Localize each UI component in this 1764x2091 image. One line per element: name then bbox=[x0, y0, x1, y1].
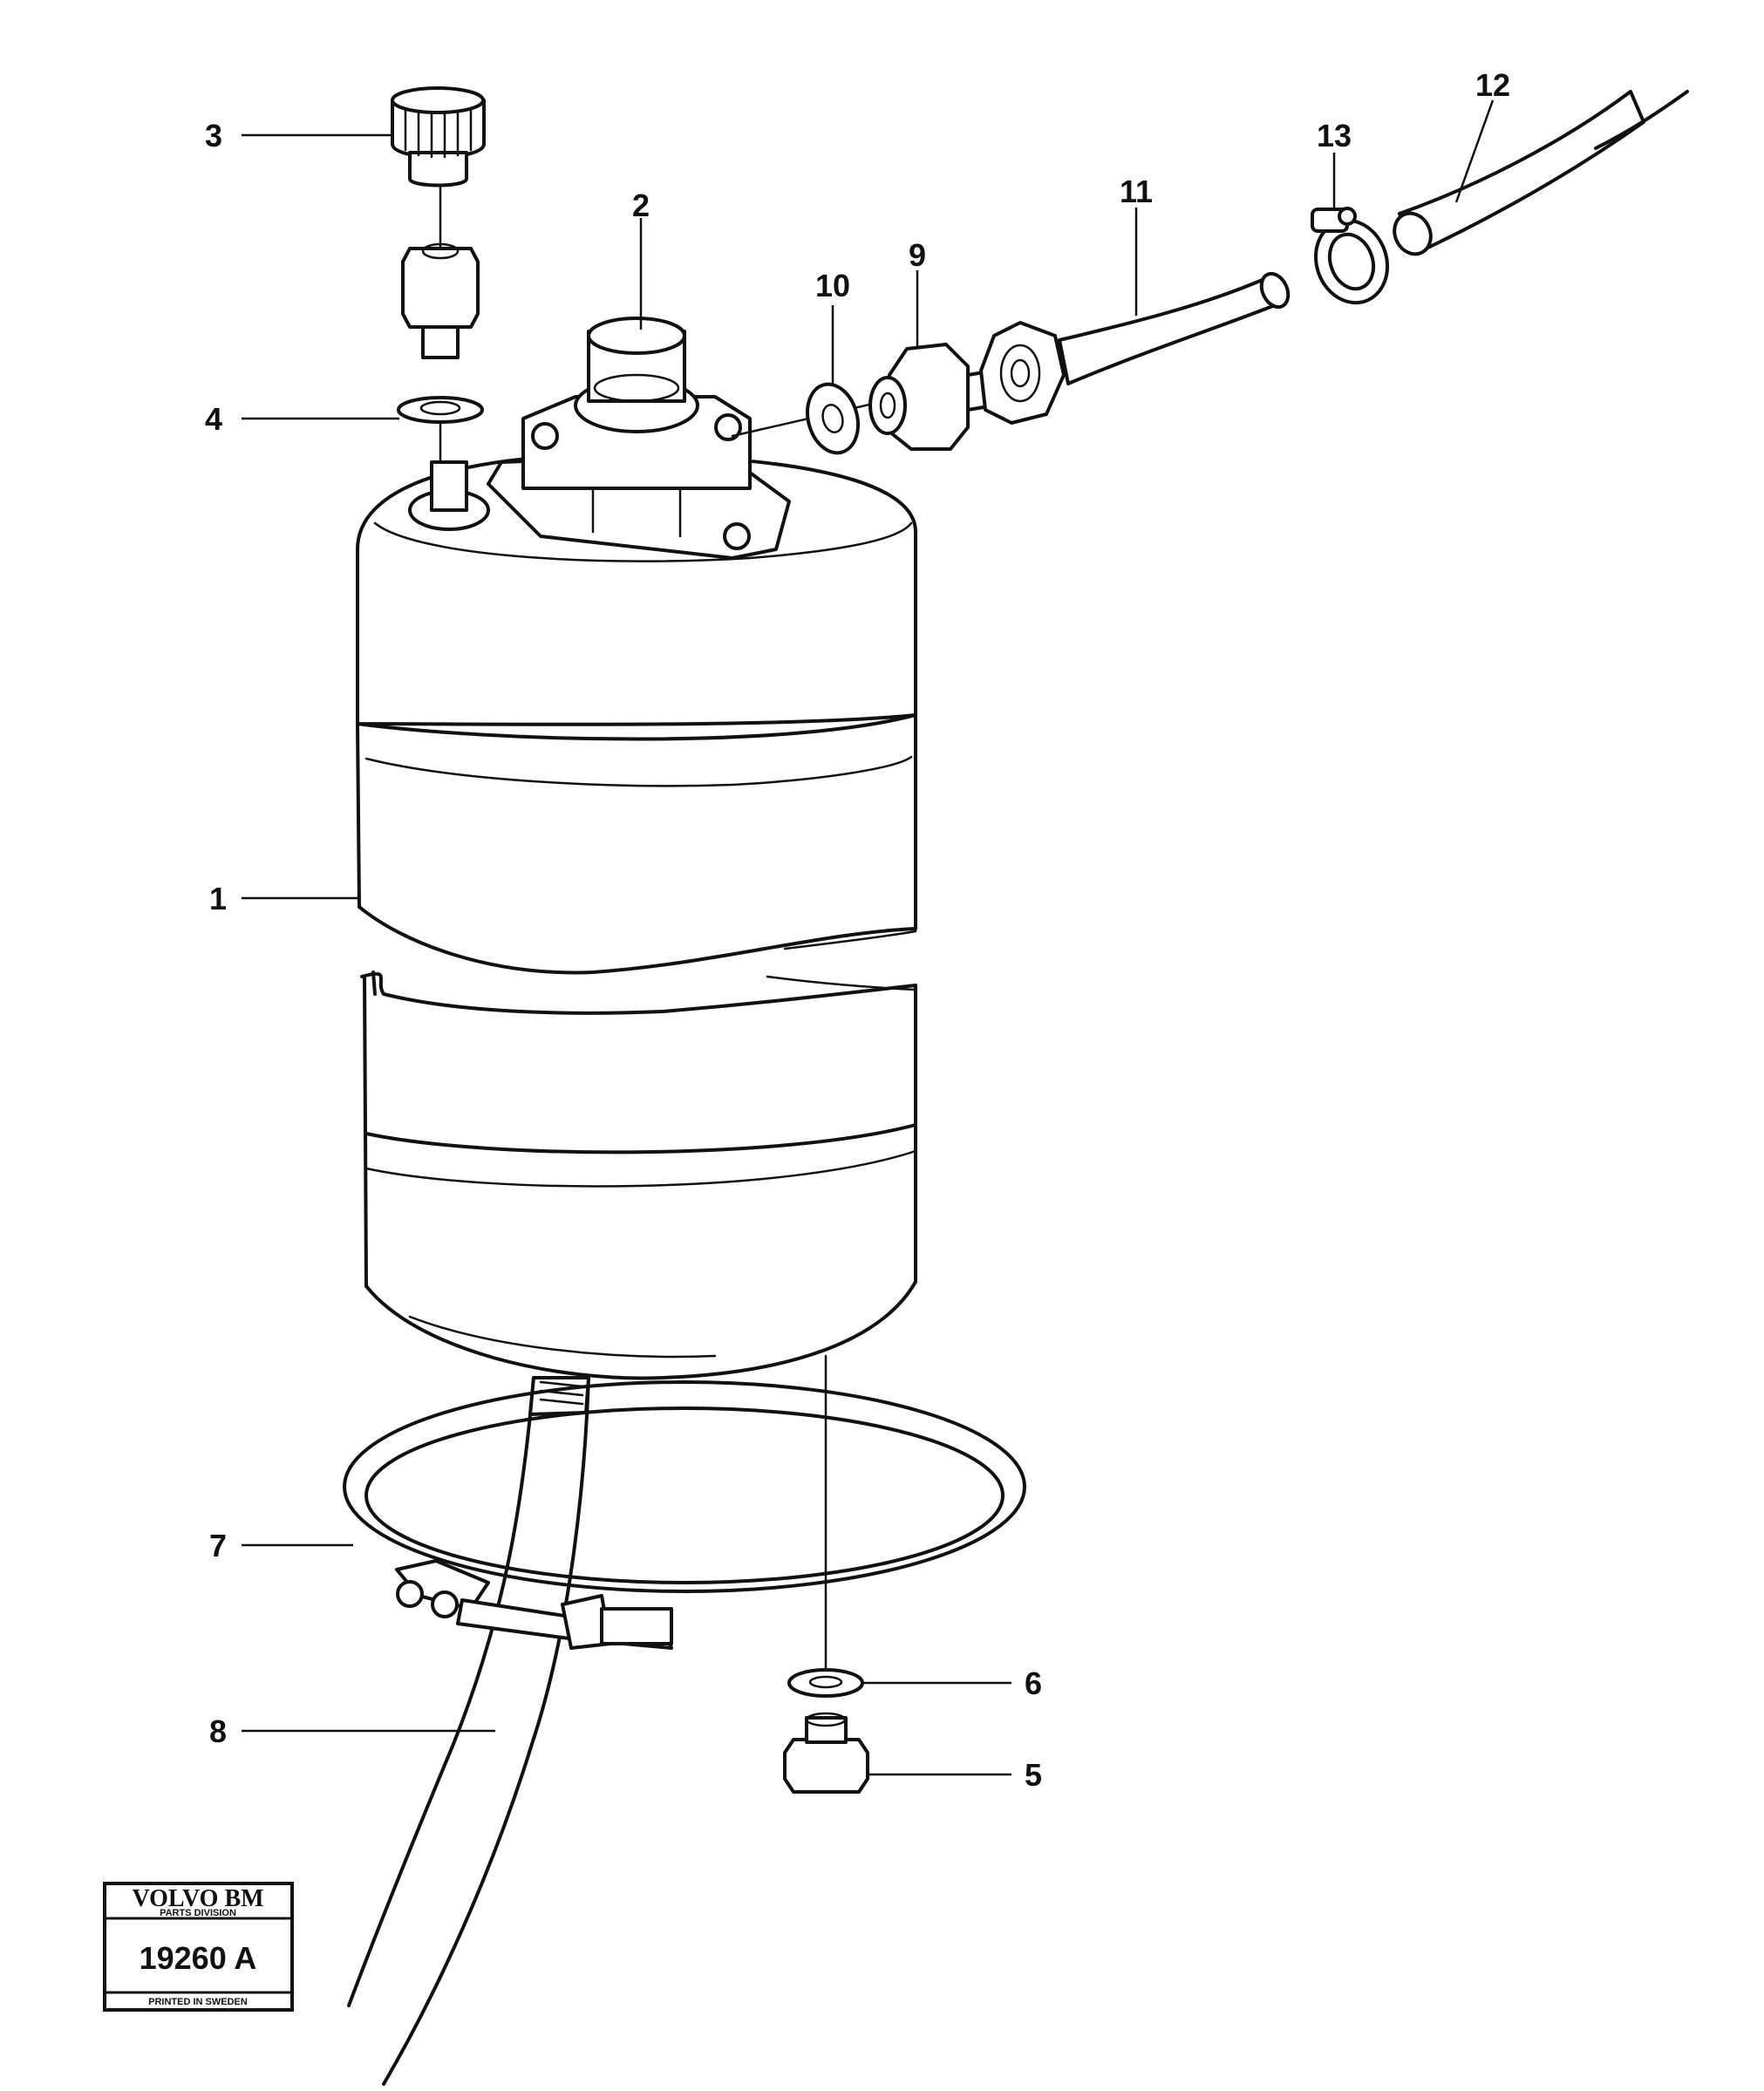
strap-7 bbox=[343, 1380, 1026, 1650]
washer-10 bbox=[806, 382, 860, 455]
drain-hose-8 bbox=[347, 1376, 590, 2086]
nipple-9 bbox=[868, 343, 996, 451]
washer-4 bbox=[397, 396, 484, 464]
filler-cap-3 bbox=[391, 86, 486, 187]
callout-9: 9 bbox=[909, 237, 926, 273]
stamp-code: 19260 A bbox=[140, 1940, 257, 1976]
callout-3: 3 bbox=[205, 118, 222, 153]
callout-13: 13 bbox=[1317, 118, 1352, 153]
tank-body bbox=[356, 453, 917, 1380]
callout-4: 4 bbox=[205, 401, 222, 437]
callout-5: 5 bbox=[1025, 1757, 1042, 1793]
pipe-11 bbox=[979, 271, 1291, 425]
callout-1: 1 bbox=[209, 881, 227, 916]
hose-clamp-13 bbox=[1311, 207, 1390, 305]
callout-leaders bbox=[242, 99, 1495, 1776]
drain-plug-5 bbox=[783, 1712, 869, 1794]
callout-2: 2 bbox=[632, 187, 650, 223]
callout-12: 12 bbox=[1475, 67, 1510, 103]
callout-10: 10 bbox=[815, 268, 850, 303]
callout-7: 7 bbox=[209, 1528, 227, 1563]
stamp-division: PARTS DIVISION bbox=[160, 1908, 236, 1918]
stamp-printed: PRINTED IN SWEDEN bbox=[148, 1997, 248, 2007]
stamp-brand: VOLVO BM bbox=[132, 1885, 263, 1912]
washer-6 bbox=[787, 1668, 864, 1698]
callout-8: 8 bbox=[209, 1713, 227, 1749]
adapter-fitting bbox=[401, 186, 480, 359]
sender-unit bbox=[487, 317, 791, 560]
volvo-bm-stamp: VOLVO BM PARTS DIVISION 19260 A PRINTED … bbox=[103, 1882, 294, 2012]
filler-neck bbox=[408, 460, 490, 531]
hose-12 bbox=[1393, 90, 1689, 256]
callout-6: 6 bbox=[1025, 1665, 1042, 1701]
callout-11: 11 bbox=[1120, 174, 1153, 209]
